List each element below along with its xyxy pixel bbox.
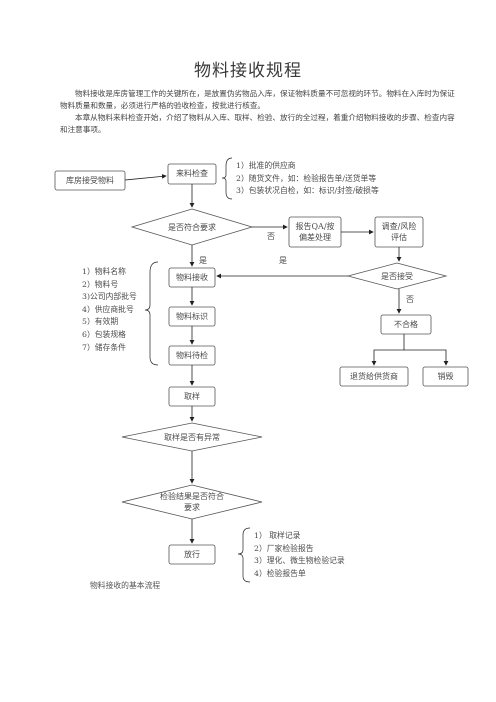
diamond-accept: [346, 262, 448, 290]
note-item: 1）物料名称: [82, 267, 126, 276]
note-item: 2）随货文件，如：检验报告单/送货单等: [236, 173, 377, 183]
page-title: 物料接收规程: [194, 61, 302, 81]
note-item: 3)公司内部批号: [82, 292, 137, 302]
intro-paragraph-2: 本章从物料来料检查开始，介绍了物料从入库、取样、检验、放行的全过程，着重介绍物料…: [60, 113, 455, 134]
note-item: 3）包装状况自检，如：标识/封签/破损等: [236, 186, 379, 196]
node-nonconforming: 不合格: [394, 320, 418, 329]
box-nonconforming: [380, 314, 432, 335]
edge-label-yes-2: 是: [279, 256, 287, 265]
node-test-result: 检验结果是否符合要求: [160, 492, 224, 512]
note-item: 2）物料号: [82, 279, 119, 289]
note-receive-list: 1）物料名称 2）物料号 3)公司内部批号 4）供应商批号 5）有效期 6）包装…: [82, 266, 137, 354]
node-material-wait: 物料待检: [176, 351, 208, 360]
edge-label-no-1: 否: [267, 232, 275, 241]
note-item: 4）检验报告单: [254, 568, 306, 578]
note-item: 6）包装规格: [82, 329, 126, 339]
note-item: 2）厂家检验报告: [254, 543, 314, 553]
intro-paragraph-1: 物料接收是库房管理工作的关键所在，是放置伪劣物品入库，保证物料质量不可忽视的环节…: [60, 89, 455, 110]
note-incoming-list: 1）批准的供应商 2）随货文件，如：检验报告单/送货单等 3）包装状况自检，如：…: [236, 160, 379, 198]
box-destroy: [422, 366, 469, 387]
box-return-supplier: [339, 366, 409, 387]
flowchart-caption: 物料接收的基本流程: [90, 581, 161, 590]
node-investigate: 调查/风险评估: [381, 222, 417, 242]
node-accept: 是否接受: [381, 272, 413, 281]
node-release: 放行: [184, 550, 200, 559]
node-material-receive: 物料接收: [176, 273, 208, 282]
box-release: [168, 544, 216, 565]
box-warehouse-receive: [54, 170, 126, 191]
node-sampling-abnormal: 取样是否有异常: [164, 433, 220, 442]
note-item: 5）有效期: [82, 317, 119, 327]
note-item: 7）储存条件: [82, 342, 126, 352]
node-report-qa: 报告QA/按偏差处理: [295, 222, 335, 242]
note-release-list: 1） 取样记录 2）厂家检验报告 3）理化、微生物检验记录 4）检验报告单: [254, 530, 345, 580]
node-incoming-check: 来料检查: [176, 169, 208, 178]
note-item: 4）供应商批号: [82, 304, 134, 314]
note-item: 1） 取样记录: [254, 531, 301, 540]
node-destroy: 销毁: [437, 372, 454, 381]
node-sampling: 取样: [184, 392, 200, 401]
note-item: 1）批准的供应商: [236, 161, 296, 170]
node-return-supplier: 退货给供货商: [350, 372, 398, 381]
node-warehouse-receive: 库房接受物料: [66, 176, 114, 185]
edge-label-no-2: 否: [406, 295, 414, 304]
edge-label-yes-1: 是: [199, 256, 207, 265]
node-meets-requirements: 是否符合要求: [168, 223, 216, 232]
note-item: 3）理化、微生物检验记录: [254, 556, 345, 566]
node-material-label: 物料标识: [176, 312, 208, 321]
